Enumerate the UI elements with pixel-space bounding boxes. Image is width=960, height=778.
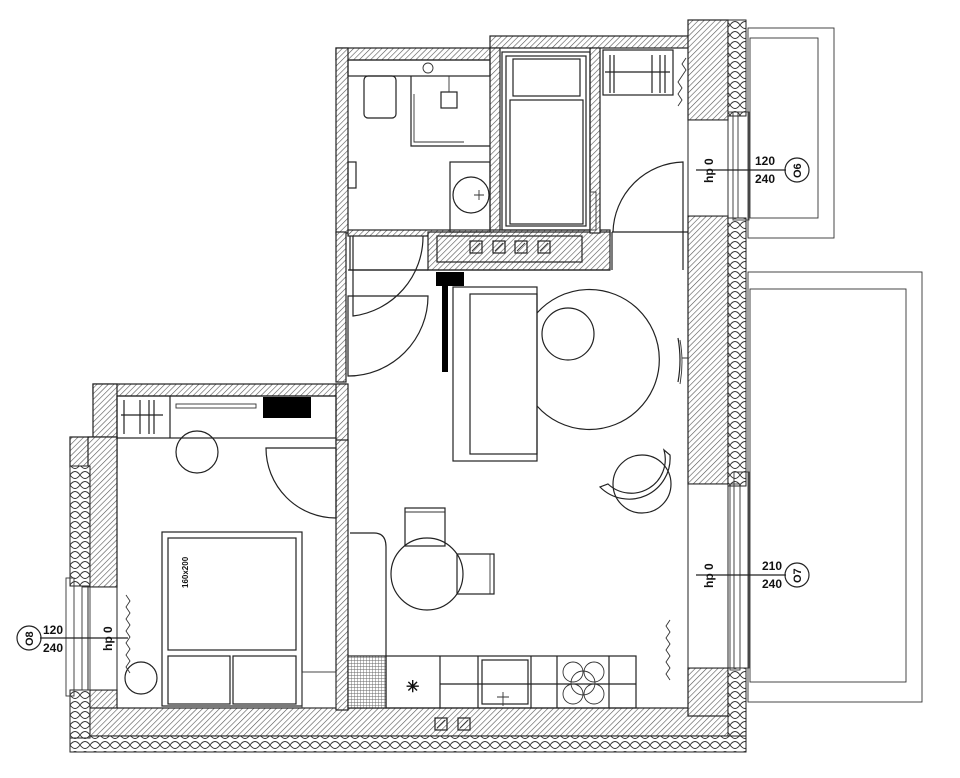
window-tag-O7	[784, 562, 810, 588]
tv	[677, 337, 681, 383]
appliance-icon: ✳	[406, 679, 419, 696]
drain-icon	[422, 62, 434, 74]
double-bed	[161, 531, 303, 707]
living-room	[350, 286, 688, 656]
utility-room	[436, 49, 688, 270]
bathroom-door	[352, 235, 424, 317]
svg-text:240: 240	[755, 172, 775, 186]
hob	[562, 661, 605, 705]
dining-table	[390, 537, 464, 611]
bathroom	[347, 59, 491, 233]
tv-unit	[263, 397, 311, 418]
balcony-large	[747, 271, 923, 703]
socket-icons	[434, 717, 471, 731]
shower-enclosure	[410, 76, 490, 147]
counter	[350, 532, 387, 656]
window-O7: hp 0 210 240 O7	[687, 471, 810, 671]
switch-icons	[469, 240, 551, 254]
sink	[481, 659, 529, 705]
svg-text:O6: O6	[792, 163, 804, 178]
fridge-column	[347, 655, 387, 709]
kitchen: ✳	[347, 619, 671, 731]
washbasin	[452, 176, 490, 214]
svg-text:240: 240	[43, 641, 63, 655]
bedroom-door	[265, 447, 337, 519]
svg-text:hp 0: hp 0	[702, 158, 716, 183]
chair	[456, 553, 495, 595]
exterior-walls	[69, 19, 744, 737]
svg-text:hp 0: hp 0	[702, 563, 716, 588]
armchair	[612, 454, 672, 514]
entrance-door	[347, 295, 429, 377]
bed-size-label: 160x200	[181, 556, 190, 588]
bedroom: 160x200	[116, 395, 337, 709]
radiator-bedroom	[121, 400, 163, 434]
window-O6: hp 0 120 240 O6	[687, 111, 810, 221]
nightstand-lamp	[124, 661, 158, 695]
radiator	[602, 49, 674, 96]
interior-walls	[335, 47, 611, 711]
svg-text:O8: O8	[24, 631, 36, 646]
round-rug	[536, 288, 660, 431]
svg-text:O7: O7	[792, 568, 804, 583]
window-tag-O6	[784, 157, 810, 183]
insulation	[69, 19, 747, 753]
window-tag-O8	[16, 625, 42, 651]
svg-text:120: 120	[755, 154, 775, 168]
tv	[175, 403, 257, 409]
sofa	[452, 286, 538, 462]
washbasin-cabinet	[449, 161, 491, 233]
svg-text:240: 240	[762, 577, 782, 591]
ottoman	[541, 307, 595, 361]
svg-text:210: 210	[762, 559, 782, 573]
hallway	[347, 235, 610, 377]
svg-text:120: 120	[43, 623, 63, 637]
chair	[404, 507, 446, 547]
svg-text:hp 0: hp 0	[101, 626, 115, 651]
toilet	[363, 75, 397, 119]
balcony-top	[747, 27, 835, 239]
lamp	[175, 430, 219, 474]
window-O8: hp 0 120 240 O8	[16, 577, 128, 697]
shower-head	[440, 91, 458, 109]
wardrobe	[116, 395, 337, 439]
utility-door	[612, 161, 684, 233]
